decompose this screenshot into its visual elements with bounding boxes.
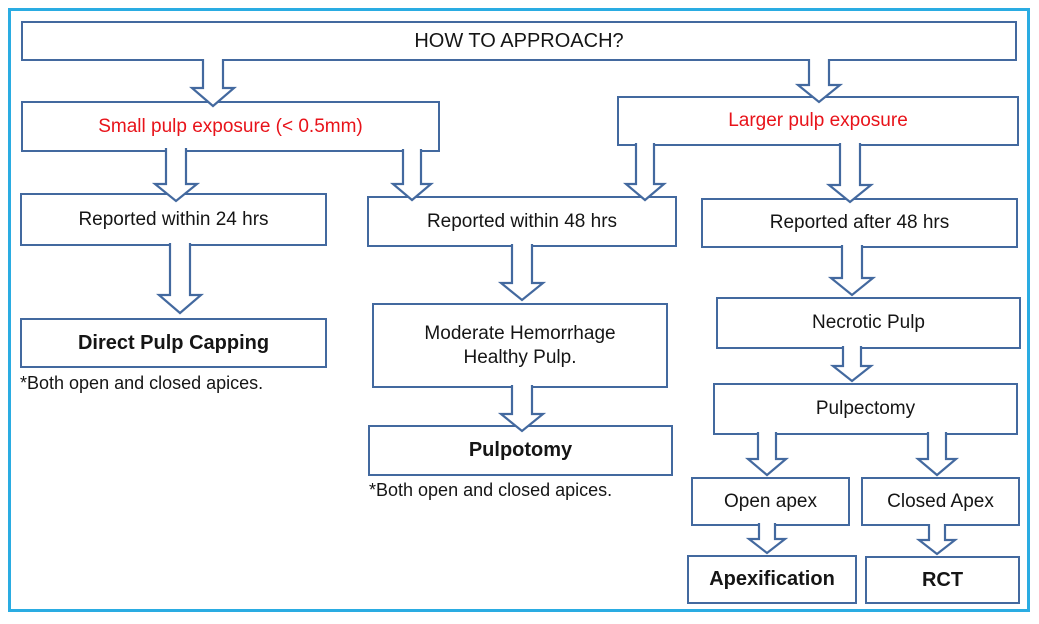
node-closed-apex: Closed Apex bbox=[861, 477, 1020, 526]
arrow-necrotic-to-pulpectomy bbox=[829, 346, 875, 383]
arrow-reported-24-to-direct-pulp-capping bbox=[156, 243, 204, 315]
node-title: HOW TO APPROACH? bbox=[21, 21, 1017, 61]
node-rct: RCT bbox=[865, 556, 1020, 604]
arrow-small-to-reported-48 bbox=[389, 149, 435, 202]
note-direct-pulp-capping: *Both open and closed apices. bbox=[20, 373, 264, 393]
node-reported-within-24-hrs: Reported within 24 hrs bbox=[20, 193, 327, 246]
note-pulpotomy: *Both open and closed apices. bbox=[369, 480, 613, 500]
arrow-pulpectomy-to-open-apex bbox=[744, 432, 790, 477]
node-open-apex: Open apex bbox=[691, 477, 850, 526]
arrow-title-to-small-exposure bbox=[189, 59, 237, 108]
arrow-reported-after-48-to-necrotic bbox=[827, 245, 877, 297]
node-necrotic-pulp: Necrotic Pulp bbox=[716, 297, 1021, 349]
node-moderate-hemorrhage-healthy-pulp: Moderate Hemorrhage Healthy Pulp. bbox=[372, 303, 668, 388]
arrow-reported-48-to-moderate-hemorrhage bbox=[497, 244, 547, 302]
arrow-closed-apex-to-rct bbox=[915, 524, 959, 556]
node-apexification: Apexification bbox=[687, 555, 857, 604]
node-reported-after-48-hrs: Reported after 48 hrs bbox=[701, 198, 1018, 248]
arrow-open-apex-to-apexification bbox=[745, 523, 789, 555]
node-pulpotomy: Pulpotomy bbox=[368, 425, 673, 476]
arrow-pulpectomy-to-closed-apex bbox=[914, 432, 960, 477]
node-reported-within-48-hrs: Reported within 48 hrs bbox=[367, 196, 677, 247]
arrow-larger-to-reported-48 bbox=[622, 143, 668, 202]
node-pulpectomy: Pulpectomy bbox=[713, 383, 1018, 435]
node-direct-pulp-capping: Direct Pulp Capping bbox=[20, 318, 327, 368]
node-larger-pulp-exposure: Larger pulp exposure bbox=[617, 96, 1019, 146]
node-small-pulp-exposure: Small pulp exposure (< 0.5mm) bbox=[21, 101, 440, 152]
arrow-larger-to-reported-after-48 bbox=[825, 143, 875, 204]
